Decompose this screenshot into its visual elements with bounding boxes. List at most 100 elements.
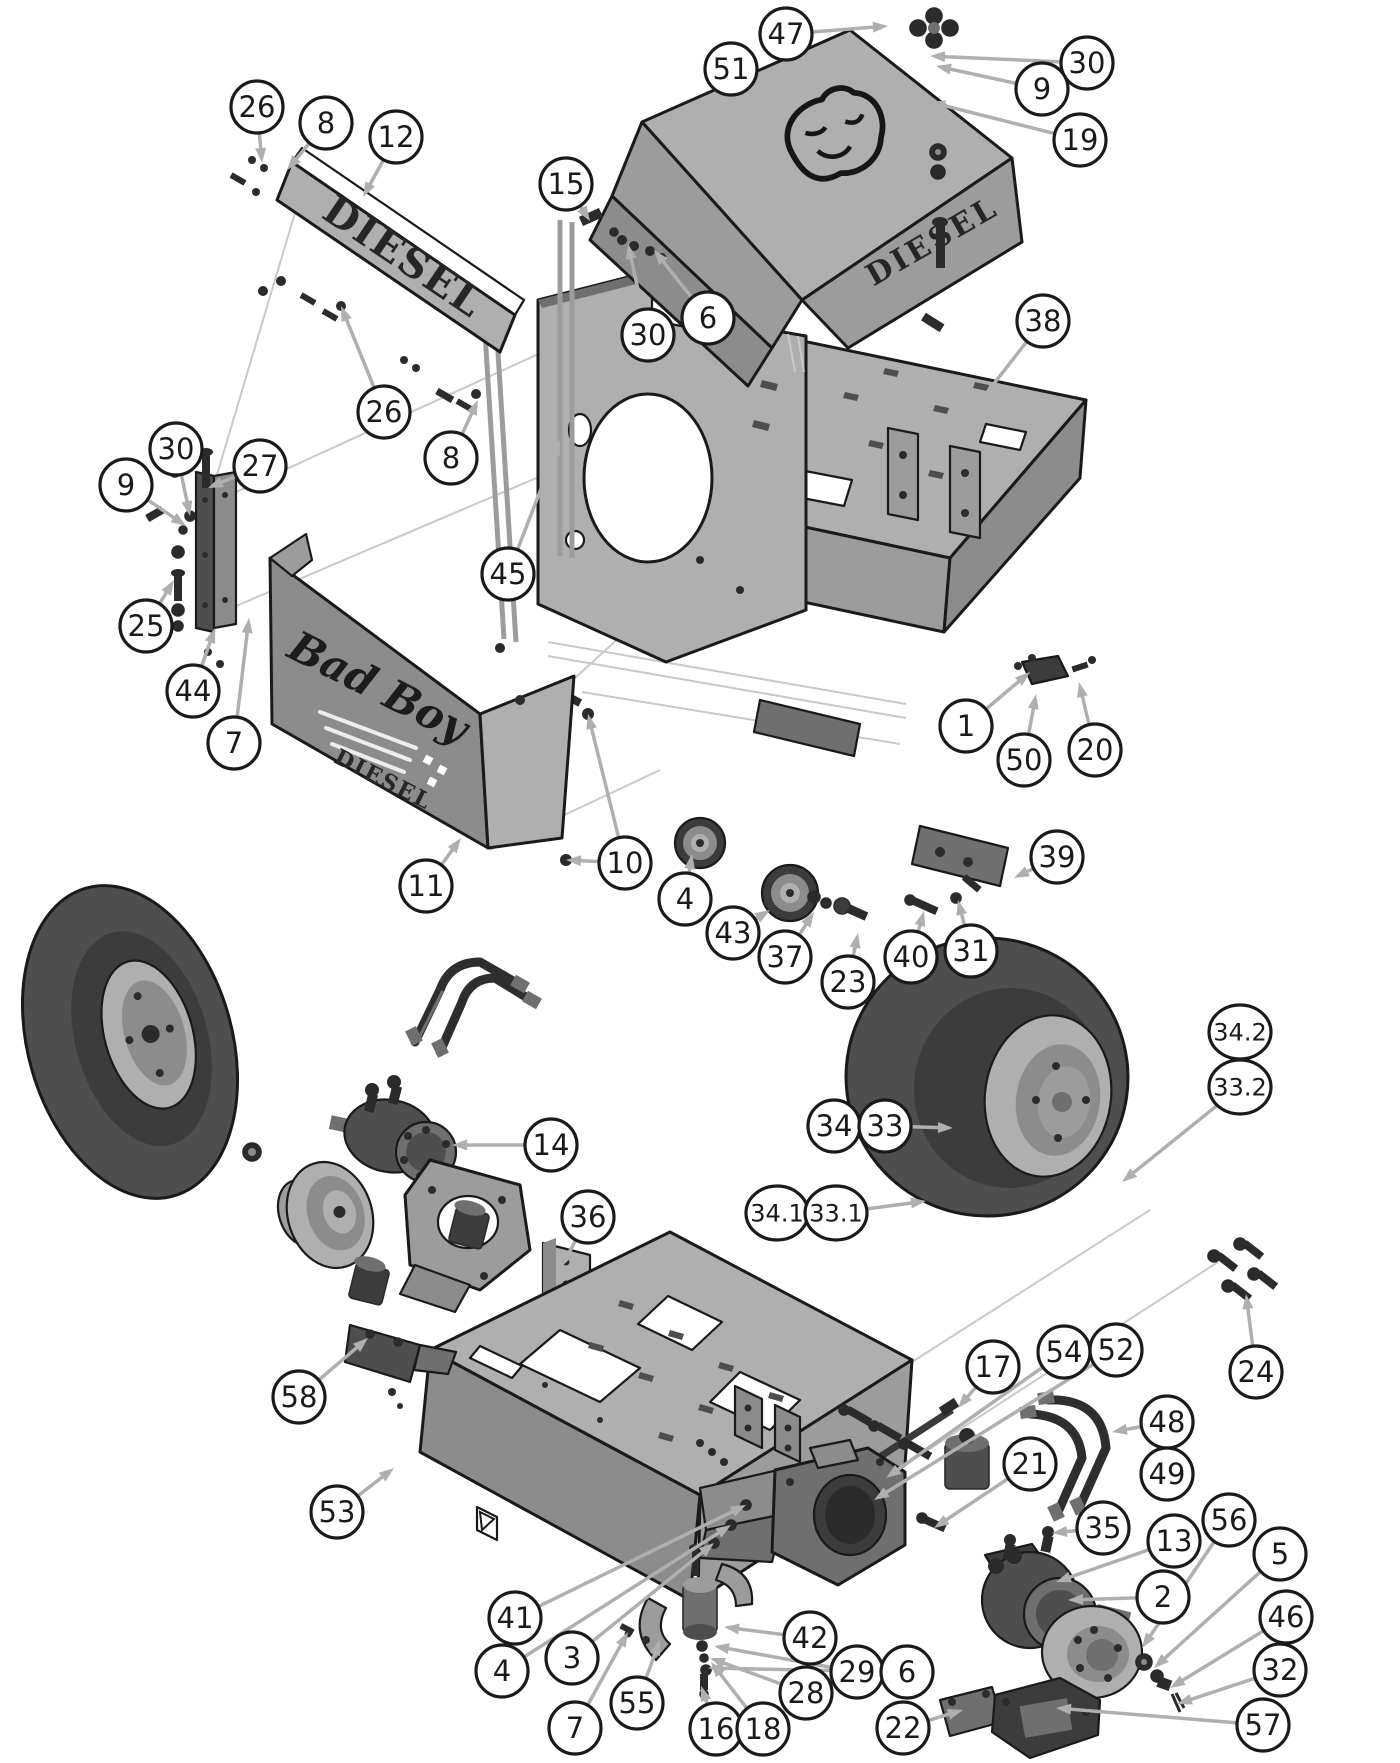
callout-38: 38	[1015, 293, 1071, 349]
svg-text:18: 18	[745, 1712, 782, 1746]
callout-20: 20	[1067, 722, 1123, 778]
svg-text:4: 4	[676, 882, 694, 916]
front-bumper: Bad Boy DIESEL	[268, 532, 594, 866]
callout-33.1: 33.1	[803, 1184, 869, 1242]
callout-24: 24	[1228, 1344, 1284, 1400]
callout-31: 31	[943, 923, 999, 979]
callout-26: 26	[356, 384, 412, 440]
svg-text:3: 3	[563, 1641, 581, 1675]
callout-16: 16	[688, 1701, 744, 1757]
callout-51: 51	[703, 41, 759, 97]
svg-text:55: 55	[619, 1686, 656, 1720]
callout-7: 7	[547, 1700, 603, 1756]
callout-29: 29	[829, 1644, 885, 1700]
motor-fittings	[363, 1075, 403, 1113]
spindle-assembly	[348, 1158, 532, 1314]
callout-10: 10	[597, 835, 653, 891]
brake-hub	[1040, 1604, 1144, 1700]
callout-33.2: 33.2	[1207, 1058, 1273, 1116]
svg-text:37: 37	[767, 940, 804, 974]
bottom-frame-cutouts	[468, 1294, 802, 1542]
svg-text:53: 53	[319, 1495, 356, 1529]
side-panel-screws	[229, 156, 481, 412]
callout-34.1: 34.1	[744, 1184, 810, 1242]
callout-39: 39	[1029, 829, 1085, 885]
svg-text:48: 48	[1149, 1405, 1186, 1439]
callout-4: 4	[474, 1643, 530, 1699]
callout-54: 54	[1036, 1324, 1092, 1380]
input-pulley	[276, 1160, 375, 1270]
seat-mount-brackets	[886, 426, 982, 540]
callout-34: 34	[806, 1098, 862, 1154]
svg-text:38: 38	[1025, 304, 1062, 338]
svg-text:33.2: 33.2	[1213, 1073, 1266, 1101]
svg-text:20: 20	[1077, 733, 1114, 767]
svg-text:16: 16	[698, 1712, 735, 1746]
callout-15: 15	[538, 156, 594, 212]
svg-text:32: 32	[1262, 1653, 1299, 1687]
svg-text:47: 47	[768, 17, 805, 51]
callout-18: 18	[735, 1701, 791, 1757]
leader-lines	[146, 21, 1265, 1725]
svg-text:45: 45	[490, 557, 527, 591]
svg-text:34.2: 34.2	[1213, 1018, 1266, 1046]
clamp-right	[714, 1562, 754, 1608]
svg-text:8: 8	[442, 441, 460, 475]
axle-washer-hole	[248, 1148, 256, 1156]
bumper-chevrons	[318, 710, 448, 788]
callout-8: 8	[423, 430, 479, 486]
callout-28: 28	[778, 1665, 834, 1721]
svg-text:15: 15	[548, 167, 585, 201]
svg-text:49: 49	[1149, 1457, 1186, 1491]
callout-27: 27	[232, 438, 288, 494]
svg-text:34.1: 34.1	[750, 1199, 803, 1227]
caster-pivot-housing	[698, 1438, 907, 1587]
hood-hardware	[578, 7, 959, 333]
svg-text:14: 14	[533, 1128, 570, 1162]
svg-text:6: 6	[898, 1655, 916, 1689]
svg-text:26: 26	[239, 90, 276, 124]
callout-30: 30	[148, 421, 204, 477]
tire-right	[844, 936, 1130, 1218]
tire-left	[20, 884, 240, 1200]
callout-47: 47	[758, 6, 814, 62]
svg-text:30: 30	[630, 318, 667, 352]
svg-text:56: 56	[1211, 1503, 1248, 1537]
svg-text:33: 33	[867, 1109, 904, 1143]
callout-56: 56	[1201, 1492, 1257, 1548]
svg-text:9: 9	[1033, 72, 1051, 106]
callout-9: 9	[98, 457, 154, 513]
callout-6: 6	[680, 290, 736, 346]
callout-21: 21	[1002, 1436, 1058, 1492]
reservoir-bottles	[348, 1200, 490, 1306]
svg-text:11: 11	[408, 869, 445, 903]
reservoir	[944, 1428, 990, 1490]
callout-30: 30	[620, 307, 676, 363]
svg-text:7: 7	[225, 726, 243, 760]
callout-30: 30	[1059, 35, 1115, 91]
frame-brackets	[733, 1384, 802, 1464]
isolator-mount	[619, 1562, 754, 1699]
callout-55: 55	[609, 1675, 665, 1731]
svg-text:24: 24	[1238, 1355, 1275, 1389]
svg-text:29: 29	[839, 1655, 876, 1689]
svg-text:46: 46	[1268, 1600, 1305, 1634]
callout-1: 1	[938, 698, 994, 754]
lug-bolts	[1207, 1237, 1279, 1302]
callout-50: 50	[996, 732, 1052, 788]
svg-text:17: 17	[975, 1350, 1012, 1384]
svg-text:5: 5	[1271, 1537, 1289, 1571]
svg-text:30: 30	[1069, 46, 1106, 80]
callout-36: 36	[560, 1189, 616, 1245]
svg-text:10: 10	[607, 846, 644, 880]
motor-fittings-rear	[1002, 1526, 1054, 1561]
svg-text:2: 2	[1154, 1580, 1172, 1614]
callout-3: 3	[544, 1630, 600, 1686]
svg-text:52: 52	[1098, 1333, 1135, 1367]
callout-11: 11	[398, 858, 454, 914]
clamp-left	[638, 1596, 672, 1662]
svg-text:21: 21	[1012, 1447, 1049, 1481]
